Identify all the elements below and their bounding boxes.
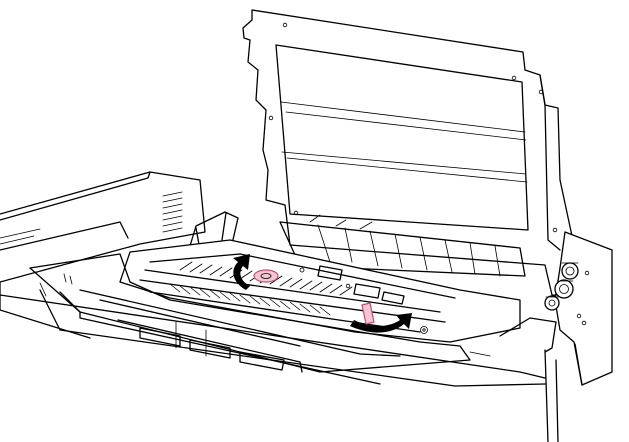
right-front-edge xyxy=(469,317,559,442)
paper-guide-ribs xyxy=(279,214,526,277)
rotate-left-arrow-icon xyxy=(233,254,250,290)
printer-body xyxy=(0,171,546,387)
top-cover xyxy=(242,9,576,297)
lower-tray xyxy=(29,253,471,385)
vent-grille xyxy=(162,191,183,233)
gear-icon xyxy=(544,262,579,311)
fuser-unit xyxy=(119,239,521,343)
right-side-frame xyxy=(544,231,613,386)
rotate-right-arrow-icon xyxy=(350,313,412,333)
lever-knob-icon xyxy=(253,269,375,325)
cover-screw-holes xyxy=(268,22,558,233)
